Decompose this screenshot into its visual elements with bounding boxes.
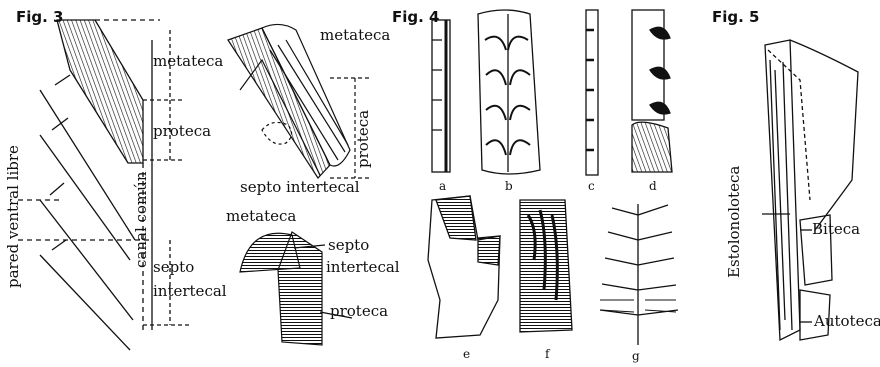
fig3-label-septo-intertecal: septo intertecal: [240, 180, 360, 195]
fig4-title: Fig. 4: [392, 10, 439, 25]
fig4-sublabel-g: g: [632, 350, 640, 362]
fig3-label-metateca-small: metateca: [226, 209, 296, 224]
fig3-label-proteca-small: proteca: [330, 304, 388, 319]
fig3-label-septo-small: septo: [328, 238, 369, 253]
fig3-label-intertecal-small: intertecal: [326, 260, 400, 275]
fig5-label-biteca: Biteca: [812, 222, 860, 237]
fig3-label-proteca: proteca: [153, 124, 211, 139]
fig3-label-proteca-3d: proteca: [356, 110, 371, 168]
fig4-rhabdosome-e: [428, 196, 500, 338]
fig4-rhabdosome-c: [586, 10, 598, 175]
fig5-label-estolonoloteca: Estolonoloteca: [727, 166, 742, 278]
fig5-title: Fig. 5: [712, 10, 759, 25]
fig3-label-canal-comun: canal común: [134, 172, 149, 269]
fig3-label-septo: septo: [153, 260, 194, 275]
fig4-sublabel-d: d: [649, 180, 657, 192]
fig3-label-metateca: metateca: [153, 54, 223, 69]
fig4-sublabel-a: a: [439, 180, 446, 192]
fig4-sublabel-e: e: [463, 348, 470, 360]
fig4-rhabdosome-b: [478, 10, 540, 174]
fig4-rhabdosome-g: [600, 204, 678, 345]
fig3-title: Fig. 3: [16, 10, 63, 25]
fig3-label-pared-ventral-libre: pared ventral libre: [6, 145, 21, 288]
fig4-rhabdosome-d: [632, 10, 672, 172]
fig4-sublabel-f: f: [545, 348, 549, 360]
fig5-label-autoteca: Autoteca: [814, 314, 880, 329]
fig3-label-metateca-3d: metateca: [320, 28, 390, 43]
fig4-rhabdosome-a: [432, 20, 450, 172]
fig3-label-intertecal: intertecal: [153, 284, 227, 299]
fig4-sublabel-b: b: [505, 180, 513, 192]
fig3-perspective-upper: [228, 24, 370, 178]
fig4-sublabel-c: c: [588, 180, 595, 192]
fig4-rhabdosome-f: [520, 200, 572, 332]
fig4-sketches: [428, 10, 678, 345]
fig5-drawing: [762, 40, 858, 340]
